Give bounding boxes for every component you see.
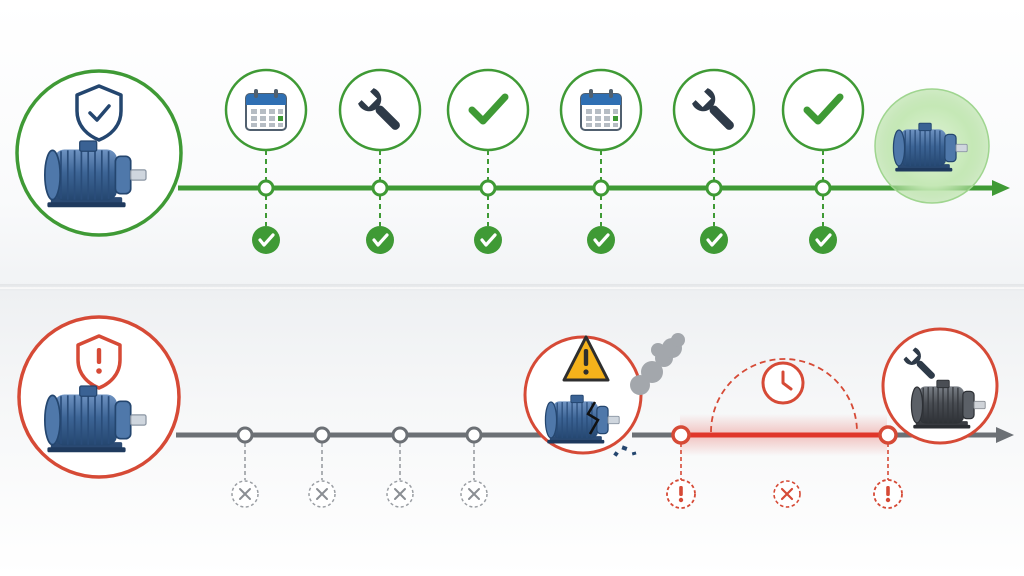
downtime-marker	[666, 425, 696, 509]
shield-alert-icon	[76, 334, 122, 390]
top-timeline-arrowhead	[992, 180, 1010, 196]
event-icon-circle	[446, 68, 530, 152]
check-icon	[807, 224, 839, 256]
skipped-maintenance-event	[386, 426, 414, 508]
maintenance-event	[781, 68, 865, 256]
x-icon	[386, 480, 414, 508]
timeline-node	[671, 425, 691, 445]
timeline-node	[236, 426, 254, 444]
timeline-node	[705, 179, 723, 197]
check-icon	[364, 224, 396, 256]
repair-node	[881, 327, 999, 445]
check-icon	[250, 224, 282, 256]
top-start-node	[15, 69, 183, 237]
timeline-node	[391, 426, 409, 444]
timeline-node	[371, 179, 389, 197]
warning-triangle-icon	[562, 335, 610, 382]
downtime-arc	[710, 358, 858, 433]
timeline-node	[878, 425, 898, 445]
bottom-timeline-arrowhead	[996, 427, 1014, 443]
timeline-node	[479, 179, 497, 197]
maintenance-event	[446, 68, 530, 256]
skipped-maintenance-event	[308, 426, 336, 508]
check-icon	[698, 224, 730, 256]
alert-icon	[873, 479, 903, 509]
timeline-node	[465, 426, 483, 444]
timeline-node	[257, 179, 275, 197]
maintenance-event	[672, 68, 756, 256]
clock-icon	[761, 361, 805, 405]
panel-divider	[0, 284, 1024, 292]
alert-icon	[666, 479, 696, 509]
bottom-timeline	[17, 315, 1014, 509]
maintenance-event	[224, 68, 308, 256]
timeline-node	[814, 179, 832, 197]
top-end-node	[874, 88, 990, 204]
x-icon	[231, 480, 259, 508]
failure-node	[523, 333, 685, 457]
calendar-icon	[245, 88, 287, 131]
downtime-marker	[773, 480, 801, 508]
x-icon	[308, 480, 336, 508]
shield-check-icon	[75, 84, 123, 142]
crack-icon	[586, 401, 600, 435]
check-icon	[472, 224, 504, 256]
x-icon	[460, 480, 488, 508]
skipped-maintenance-event	[231, 426, 259, 508]
event-icon-circle	[781, 68, 865, 152]
top-timeline	[15, 68, 1010, 256]
x-icon	[773, 480, 801, 508]
check-icon	[585, 224, 617, 256]
smoke-icon	[630, 333, 685, 395]
timeline-node	[592, 179, 610, 197]
timeline-node	[313, 426, 331, 444]
maintenance-event	[338, 68, 422, 256]
bottom-start-node	[17, 315, 181, 479]
downtime-marker	[873, 425, 903, 509]
skipped-maintenance-event	[460, 426, 488, 508]
calendar-icon	[580, 88, 622, 131]
maintenance-event	[559, 68, 643, 256]
debris-icon	[613, 445, 637, 457]
